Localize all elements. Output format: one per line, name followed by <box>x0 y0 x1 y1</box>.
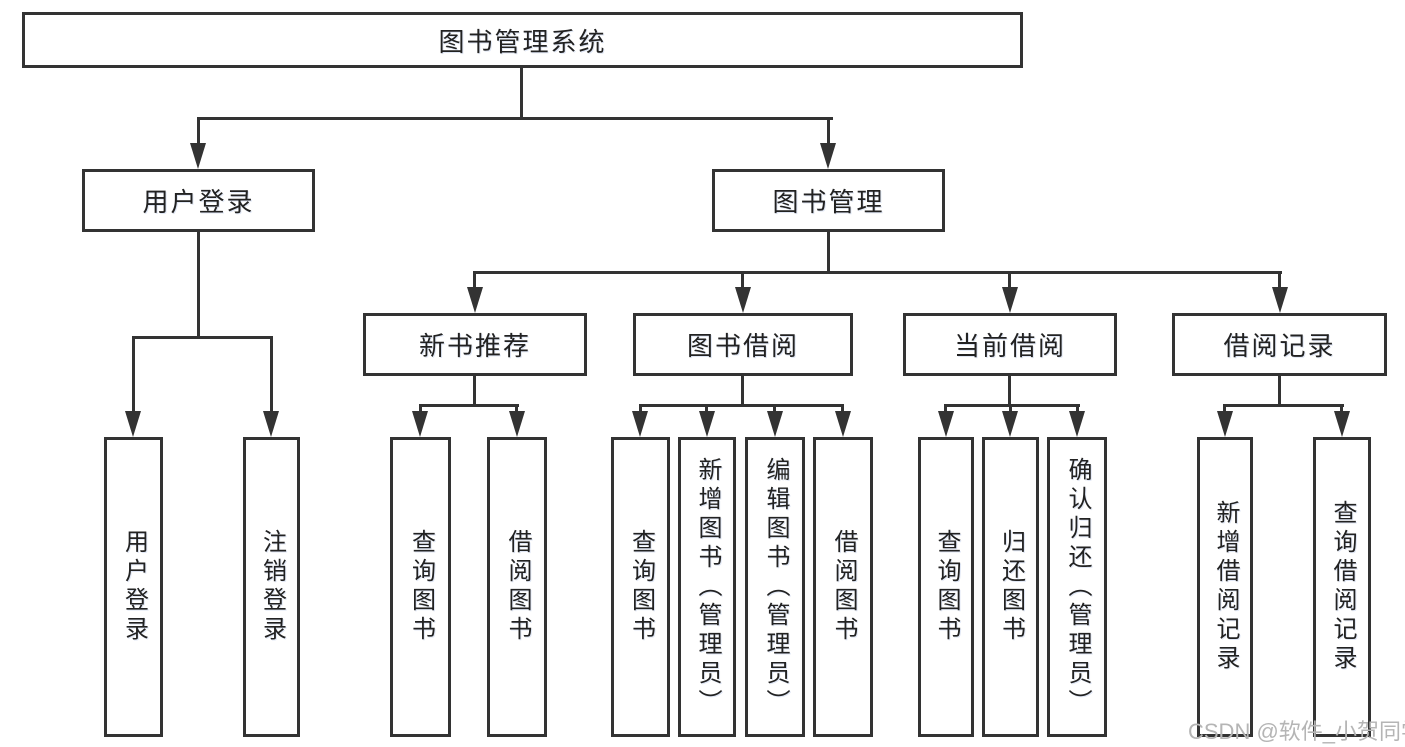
node-cb-return-books: 归还图书 <box>982 437 1039 737</box>
arrow-down-icon <box>263 411 279 437</box>
connector-line <box>841 404 844 414</box>
arrow-down-icon <box>1069 411 1085 437</box>
arrow-down-icon <box>1002 287 1018 313</box>
connector-line <box>1340 404 1343 414</box>
arrow-down-icon <box>632 411 648 437</box>
node-bb-edit-books-admin: 编辑图书（管理员） <box>745 437 805 737</box>
node-root-library-system: 图书管理系统 <box>22 12 1023 68</box>
connector-line <box>944 404 1080 407</box>
arrow-down-icon <box>1272 287 1288 313</box>
connector-line <box>473 376 476 407</box>
arrow-down-icon <box>412 411 428 437</box>
connector-line <box>132 336 135 414</box>
connector-line <box>419 404 422 414</box>
connector-line <box>639 404 642 414</box>
node-leaf-logout: 注销登录 <box>243 437 300 737</box>
node-cb-query-books: 查询图书 <box>918 437 974 737</box>
connector-line <box>197 117 200 146</box>
connector-line <box>1278 376 1281 407</box>
node-leaf-user-login: 用户登录 <box>104 437 163 737</box>
connector-line <box>270 336 273 414</box>
connector-line <box>197 232 200 337</box>
node-nbr-query-books: 查询图书 <box>390 437 451 737</box>
node-bb-query-books: 查询图书 <box>611 437 670 737</box>
node-book-management: 图书管理 <box>712 169 945 232</box>
connector-line <box>473 271 1282 274</box>
connector-line <box>741 271 744 290</box>
arrow-down-icon <box>735 287 751 313</box>
connector-line <box>132 336 273 339</box>
connector-line <box>1009 404 1012 414</box>
connector-line <box>639 404 844 407</box>
arrow-down-icon <box>938 411 954 437</box>
connector-line <box>1008 376 1011 407</box>
arrow-down-icon <box>467 287 483 313</box>
arrow-down-icon <box>820 143 836 169</box>
connector-line <box>1223 404 1226 414</box>
connector-line <box>705 404 708 414</box>
csdn-watermark: CSDN @软件_小贺同学 <box>1188 719 1405 744</box>
connector-line <box>520 68 523 118</box>
node-current-borrow: 当前借阅 <box>903 313 1117 376</box>
connector-line <box>473 271 476 290</box>
node-br-query-record: 查询借阅记录 <box>1313 437 1371 737</box>
arrow-down-icon <box>767 411 783 437</box>
arrow-down-icon <box>509 411 525 437</box>
node-book-borrow: 图书借阅 <box>633 313 853 376</box>
arrow-down-icon <box>190 143 206 169</box>
arrow-down-icon <box>1334 411 1350 437</box>
arrow-down-icon <box>125 411 141 437</box>
node-user-login-branch: 用户登录 <box>82 169 315 232</box>
node-br-add-record: 新增借阅记录 <box>1197 437 1253 737</box>
connector-line <box>1278 271 1281 290</box>
connector-line <box>944 404 947 414</box>
node-bb-borrow-books: 借阅图书 <box>813 437 873 737</box>
connector-line <box>419 404 519 407</box>
arrow-down-icon <box>699 411 715 437</box>
node-nbr-borrow-books: 借阅图书 <box>487 437 547 737</box>
connector-line <box>741 376 744 407</box>
connector-line <box>773 404 776 414</box>
connector-line <box>1076 404 1079 414</box>
connector-line <box>515 404 518 414</box>
node-cb-confirm-return-admin: 确认归还（管理员） <box>1047 437 1107 737</box>
node-borrow-records: 借阅记录 <box>1172 313 1387 376</box>
node-bb-add-books-admin: 新增图书（管理员） <box>678 437 736 737</box>
arrow-down-icon <box>1002 411 1018 437</box>
arrow-down-icon <box>1217 411 1233 437</box>
arrow-down-icon <box>835 411 851 437</box>
connector-line <box>1008 271 1011 290</box>
node-new-book-recommend: 新书推荐 <box>363 313 587 376</box>
connector-line <box>197 117 833 120</box>
connector-line <box>1223 404 1344 407</box>
connector-line <box>827 117 830 146</box>
connector-line <box>827 232 830 273</box>
